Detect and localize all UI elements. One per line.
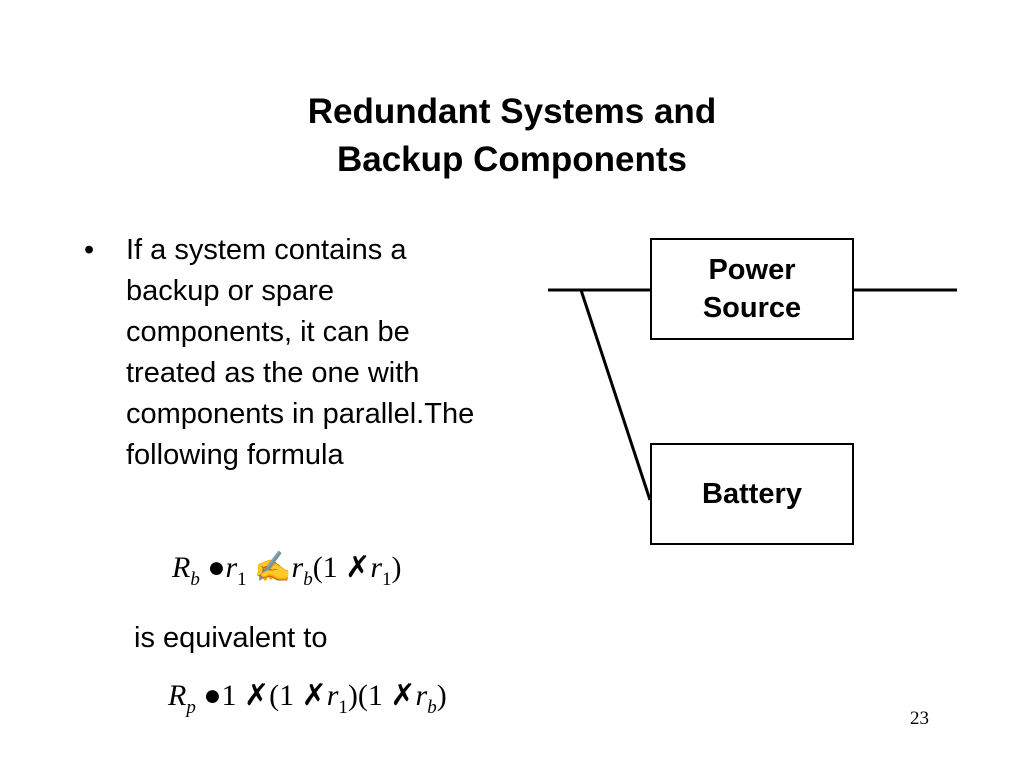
formula-p-rb-sub: b <box>427 697 437 718</box>
battery-branch-wire <box>579 289 652 501</box>
formula-p-minus-glyph-3: ✗ <box>390 679 416 712</box>
bullet-marker: • <box>84 234 95 266</box>
formula-p-minus-glyph-1: ✗ <box>243 679 270 712</box>
formula-b-r1b-sub: 1 <box>382 569 392 590</box>
slide-title: Redundant Systems and Backup Components <box>212 88 812 184</box>
formula-p-rb: r <box>415 679 428 712</box>
formula-b-minus-glyph: ✗ <box>345 551 371 584</box>
formula-p-r1-sub: 1 <box>338 697 348 718</box>
formula-b-plus-glyph: ✍ <box>254 551 292 584</box>
formula-b-rb: r <box>291 551 304 584</box>
power-source-label-line-2: Source <box>702 292 802 324</box>
formula-p-close2: ) <box>436 679 447 712</box>
equivalent-text: is equivalent to <box>134 622 328 654</box>
formula-b-rb-sub: b <box>303 569 313 590</box>
formula-b-r1-sub: 1 <box>237 569 247 590</box>
formula-b-equals-glyph: ● <box>207 551 226 584</box>
formula-parallel-reliability: Rp ●1 ✗(1 ✗r1)(1 ✗rb) <box>168 678 447 719</box>
power-source-label-line-1: Power <box>708 254 796 286</box>
formula-p-r1: r <box>326 679 339 712</box>
page-number: 23 <box>910 708 929 729</box>
battery-label: Battery <box>702 478 802 510</box>
battery-box: Battery <box>650 443 854 545</box>
bullet-item: • If a system contains a backup or spare… <box>84 230 484 476</box>
title-line-1: Redundant Systems and <box>307 92 717 131</box>
power-source-box: Power Source <box>650 238 854 340</box>
bullet-text: If a system contains a backup or spare c… <box>126 234 475 471</box>
formula-b-R: R <box>172 551 191 584</box>
formula-b-open: (1 <box>312 551 346 584</box>
formula-b-r1: r <box>225 551 238 584</box>
formula-p-R-sub: p <box>186 697 196 718</box>
formula-b-close: ) <box>391 551 402 584</box>
formula-p-open1: (1 <box>269 679 302 712</box>
formula-b-r1b: r <box>370 551 383 584</box>
formula-p-minus-glyph-2: ✗ <box>301 679 327 712</box>
formula-b-R-sub: b <box>190 569 200 590</box>
formula-p-one: 1 <box>221 679 244 712</box>
formula-p-equals-glyph: ● <box>203 679 222 712</box>
formula-p-close1: )(1 <box>347 679 391 712</box>
formula-backup-reliability: Rb ●r1 ✍rb(1 ✗r1) <box>172 550 402 591</box>
formula-p-R: R <box>168 679 187 712</box>
title-line-2: Backup Components <box>336 140 688 179</box>
